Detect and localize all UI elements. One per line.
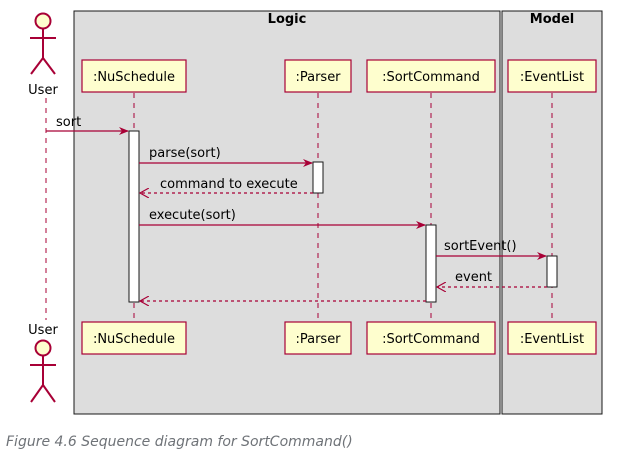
- message-event: event: [437, 270, 547, 287]
- participant-eventlist-top-label: :EventList: [520, 70, 584, 85]
- message-sort: sort: [46, 115, 129, 135]
- participant-eventlist-bottom-label: :EventList: [520, 332, 584, 347]
- sequence-diagram: Logic Model :NuSchedule :Parser :SortCom…: [28, 10, 603, 415]
- message-parse-label: parse(sort): [149, 146, 221, 161]
- participant-nuschedule-bottom-label: :NuSchedule: [93, 332, 175, 347]
- message-command-to-execute: command to execute: [140, 177, 313, 193]
- participant-nuschedule-top-label: :NuSchedule: [93, 70, 175, 85]
- model-box-title: Model: [530, 12, 574, 27]
- actor-user-bottom-label: User: [28, 323, 58, 338]
- participant-nuschedule-bottom: :NuSchedule: [81, 321, 187, 355]
- participant-sortcommand-top-label: :SortCommand: [382, 70, 480, 85]
- participant-sortcommand-bottom-label: :SortCommand: [382, 332, 480, 347]
- participant-sortcommand-top: :SortCommand: [366, 59, 496, 93]
- participant-nuschedule-top: :NuSchedule: [81, 59, 187, 93]
- message-execute-label: execute(sort): [149, 208, 236, 223]
- nuschedule-activation: [128, 130, 140, 303]
- message-parse: parse(sort): [139, 146, 313, 167]
- actor-user-top: User: [28, 12, 58, 98]
- participant-sortcommand-bottom: :SortCommand: [366, 321, 496, 355]
- participant-parser-top-label: :Parser: [295, 70, 341, 85]
- actor-user-bottom: User: [28, 323, 58, 403]
- message-event-label: event: [455, 270, 492, 285]
- participant-eventlist-top: :EventList: [507, 59, 597, 93]
- sortcommand-activation: [425, 224, 437, 303]
- participant-parser-bottom: :Parser: [284, 321, 352, 355]
- figure-caption: Figure 4.6 Sequence diagram for SortComm…: [6, 434, 353, 450]
- logic-box-title: Logic: [268, 12, 307, 27]
- message-sort-event-label: sortEvent(): [444, 239, 517, 254]
- message-execute: execute(sort): [139, 208, 426, 229]
- message-command-to-execute-label: command to execute: [160, 177, 298, 192]
- participant-parser-top: :Parser: [284, 59, 352, 93]
- parser-activation: [312, 161, 324, 194]
- actor-user-top-label: User: [28, 83, 58, 98]
- message-sort-event: sortEvent(): [436, 239, 547, 260]
- user-stick-figure-icon: [30, 12, 56, 75]
- participant-parser-bottom-label: :Parser: [295, 332, 341, 347]
- eventlist-activation: [546, 255, 558, 288]
- message-sort-label: sort: [56, 115, 81, 130]
- user-stick-figure-bottom-icon: [30, 339, 56, 403]
- participant-eventlist-bottom: :EventList: [507, 321, 597, 355]
- activations: [128, 130, 558, 303]
